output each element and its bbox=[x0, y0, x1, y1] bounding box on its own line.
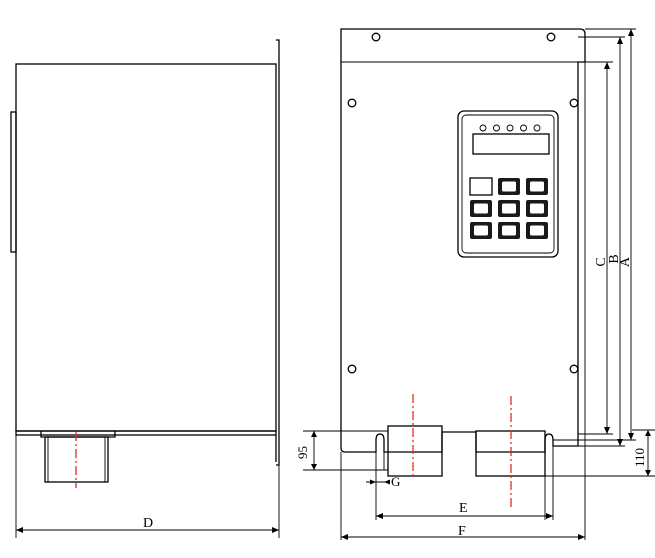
keypad-key-face bbox=[502, 225, 516, 236]
dimension-c-label: C bbox=[594, 257, 609, 266]
keypad-key-blank bbox=[469, 177, 493, 196]
dimension-95-label: 95 bbox=[295, 446, 310, 459]
dimension-110-label: 110 bbox=[632, 448, 647, 467]
dimension-g-label: G bbox=[391, 474, 400, 489]
keypad-key-face bbox=[474, 225, 488, 236]
side-view-handle bbox=[10, 111, 17, 253]
keypad-key-face bbox=[502, 203, 516, 214]
side-view-conduit-flange bbox=[40, 431, 116, 438]
mounting-hole-lower-right bbox=[569, 364, 579, 374]
mounting-hole-upper-left bbox=[347, 98, 357, 108]
side-view-body bbox=[15, 63, 277, 432]
dimension-a-label: A bbox=[618, 256, 633, 267]
terminal-block-left bbox=[387, 425, 443, 477]
keypad-key-face bbox=[530, 181, 544, 192]
keypad-led bbox=[493, 124, 500, 132]
keypad-key-face bbox=[530, 203, 544, 214]
keypad-panel bbox=[457, 110, 559, 258]
keypad-led bbox=[533, 124, 541, 132]
front-view: A B C 110 95 G E F bbox=[295, 28, 655, 540]
keypad-led bbox=[479, 124, 487, 132]
keypad-led bbox=[520, 124, 527, 132]
mounting-hole-top-left bbox=[371, 32, 381, 42]
keypad-keys bbox=[470, 178, 548, 239]
keypad-key-face bbox=[502, 181, 516, 192]
side-view-flange bbox=[276, 39, 280, 466]
keypad-led bbox=[506, 124, 514, 132]
side-view: D bbox=[10, 39, 280, 538]
mounting-hole-top-right bbox=[546, 32, 556, 42]
dimension-f-label: F bbox=[458, 524, 466, 539]
keypad-panel-inner bbox=[461, 114, 555, 254]
keypad-key-face bbox=[474, 203, 488, 214]
dimension-e-label: E bbox=[459, 501, 468, 516]
side-view-base-line bbox=[15, 430, 277, 436]
keypad-key-face bbox=[530, 225, 544, 236]
keypad-leds bbox=[479, 124, 541, 132]
mounting-hole-lower-left bbox=[347, 364, 357, 374]
mounting-hole-upper-right bbox=[569, 98, 579, 108]
keypad-display bbox=[472, 133, 550, 155]
dimension-b-label: B bbox=[607, 254, 622, 263]
side-view-conduit bbox=[44, 436, 109, 483]
dimension-d-label: D bbox=[143, 516, 153, 531]
front-view-outline bbox=[340, 28, 586, 453]
